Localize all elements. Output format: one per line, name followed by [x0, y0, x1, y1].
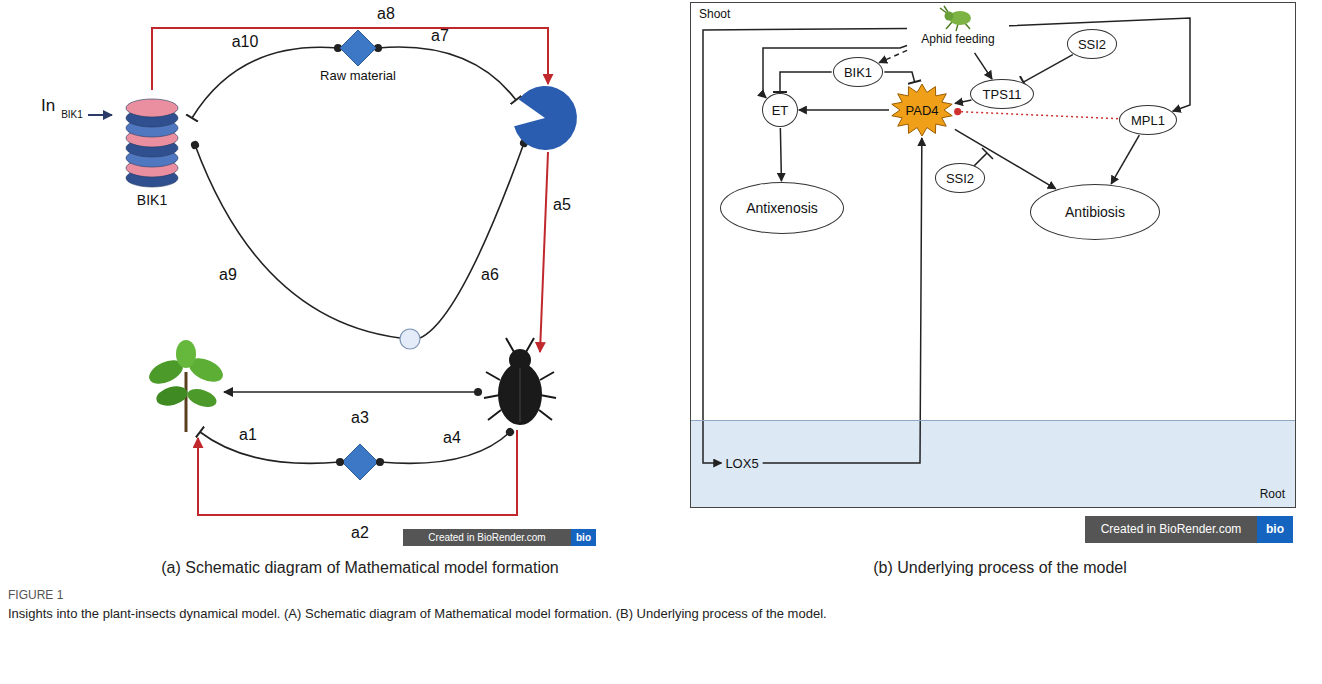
watermark: Created in BioRender.com — [1101, 523, 1242, 537]
figure-caption: Insights into the plant-insects dynamica… — [8, 606, 1308, 623]
connector — [1023, 55, 1072, 82]
node-label: PAD4 — [906, 103, 939, 118]
badge-background — [1085, 516, 1257, 543]
panel-caption: (a) Schematic diagram of Mathematical mo… — [161, 559, 559, 577]
parameter-label: a6 — [481, 266, 499, 284]
node-label: MPL1 — [1131, 113, 1165, 128]
resource-diamond: Raw material — [303, 28, 413, 92]
resource-diamond — [342, 444, 378, 480]
process-ellipse: MPL1 — [1119, 105, 1177, 135]
badge-background — [403, 529, 571, 546]
shoot-frame: ShootAphid feedingSSI2BIK1TPS11ETPAD4MPL… — [690, 2, 1296, 508]
node-label: ET — [772, 103, 789, 118]
parameter-label: a2 — [351, 524, 369, 542]
hub-star: PAD4 — [890, 83, 954, 137]
plant-illustration — [145, 340, 226, 432]
node-label: SSI2 — [1078, 37, 1106, 52]
connector — [975, 53, 992, 79]
connector — [884, 72, 914, 82]
a7-curve — [378, 47, 516, 100]
node-label: TPS11 — [983, 87, 1022, 102]
connector — [703, 28, 907, 463]
parameter-label: In — [41, 96, 55, 116]
aphid-icon — [908, 4, 1008, 32]
node-label: Antibiosis — [1065, 204, 1125, 220]
connector — [780, 128, 781, 181]
connector — [955, 111, 1118, 118]
beetle-illustration — [484, 338, 556, 424]
node-label: BIK1 — [844, 65, 872, 80]
connector — [799, 109, 889, 111]
watermark: bio — [576, 532, 591, 544]
connector — [879, 50, 907, 62]
node-label: SSI2 — [946, 171, 974, 186]
root-band: Root LOX5 — [691, 420, 1295, 507]
a3-line — [224, 391, 478, 393]
figure-number: FIGURE 1 — [8, 589, 63, 603]
process-ellipse: TPS11 — [970, 79, 1034, 109]
text-node: LOX5 — [722, 454, 761, 473]
parameter-label: BIK1 — [61, 109, 83, 121]
enzyme-pacman — [514, 86, 577, 150]
protein-icon — [112, 92, 192, 192]
connector — [780, 72, 832, 92]
connector — [955, 100, 972, 103]
parameter-label: a4 — [443, 429, 461, 447]
a5-arrow — [540, 152, 548, 352]
parameter-label: a3 — [351, 409, 369, 427]
junction-circle — [400, 329, 420, 349]
watermark: bio — [1266, 523, 1284, 537]
a10-curve — [192, 47, 338, 118]
watermark: Created in BioRender.com — [428, 532, 545, 544]
node-label: Aphid feeding — [921, 32, 994, 46]
a9-curve — [195, 145, 400, 338]
resource-diamond-shape — [303, 28, 413, 68]
parameter-label: a1 — [239, 426, 257, 444]
a1-curve — [200, 432, 340, 463]
process-ellipse: ET — [762, 93, 798, 127]
parameter-label: a8 — [377, 5, 395, 23]
process-ellipse: Antibiosis — [1030, 184, 1160, 240]
node-label: Raw material — [320, 68, 396, 83]
parameter-label: a10 — [232, 33, 259, 51]
connector — [1009, 18, 1190, 111]
connector — [1111, 135, 1139, 184]
parameter-label: a7 — [431, 27, 449, 45]
panel-caption: (b) Underlying process of the model — [873, 559, 1126, 577]
badge-logo — [571, 529, 596, 546]
parameter-label: a9 — [219, 266, 237, 284]
input-arrow — [88, 114, 112, 116]
parameter-label: a5 — [553, 196, 571, 214]
node-label: Shoot — [699, 7, 1287, 21]
process-ellipse: Antixenosis — [720, 182, 844, 234]
a6-curve — [420, 143, 524, 338]
badge-logo — [1257, 516, 1293, 543]
process-ellipse: BIK1 — [833, 57, 884, 87]
node-label: BIK1 — [137, 192, 167, 208]
a8-arrow — [152, 28, 548, 90]
node-label: Root — [1260, 487, 1285, 501]
protein-node: BIK1 — [112, 92, 192, 216]
process-ellipse: SSI2 — [1067, 29, 1118, 59]
aphid-node: Aphid feeding — [908, 4, 1008, 52]
node-label: Antixenosis — [746, 200, 818, 216]
node-label: LOX5 — [725, 456, 758, 471]
process-ellipse: SSI2 — [935, 163, 986, 193]
